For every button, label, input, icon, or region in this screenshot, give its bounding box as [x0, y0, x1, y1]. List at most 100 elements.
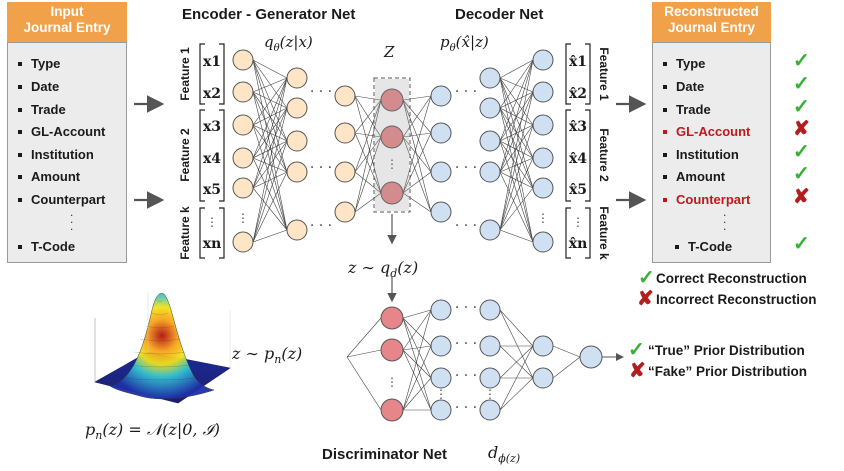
legend-true-prior: “True” Prior Distribution [648, 343, 805, 358]
edge [252, 77, 288, 159]
input-variable-label: x3 [203, 119, 221, 135]
discriminator-hidden-node [479, 367, 501, 389]
entry-label: Trade [676, 102, 711, 117]
layer-ellipsis: · · · [455, 336, 477, 352]
edge [499, 59, 534, 79]
edge [402, 95, 432, 101]
edge [499, 157, 534, 231]
feature-bracket-left [199, 207, 205, 259]
decoder-formula: pθ(x̂|z) [440, 33, 489, 54]
gaussian-mesh-line [151, 312, 169, 316]
entry-label: Trade [31, 102, 66, 117]
edge [499, 91, 534, 231]
discriminator-title: Discriminator Net [322, 446, 448, 463]
edge [402, 136, 432, 213]
bullet-icon [18, 84, 22, 89]
edge [499, 124, 534, 142]
encoder-feature-label: Feature 1 [178, 47, 192, 101]
vertical-ellipsis: ⋮ [206, 215, 218, 229]
edge [402, 192, 432, 213]
vertical-ellipsis: ⋮ [572, 215, 584, 229]
output-variable-label: x̂n [569, 236, 588, 252]
edge [499, 124, 534, 231]
edge [252, 77, 288, 189]
edge [402, 345, 432, 351]
edge [402, 349, 432, 411]
legend-correct: Correct Reconstruction [656, 271, 807, 286]
entry-label: T-Code [31, 239, 76, 254]
discriminator-input-node [380, 306, 404, 330]
decoder-hidden-node [430, 85, 452, 107]
entry-label: Type [31, 56, 61, 71]
entry-label: Institution [676, 147, 739, 162]
discriminator-input-node [380, 338, 404, 362]
edge [499, 59, 534, 231]
encoder-title: Encoder - Generator Net [182, 6, 356, 23]
edge [499, 171, 534, 189]
edge [252, 171, 288, 189]
entry-label: Institution [31, 147, 94, 162]
input-ellipsis: ... [70, 205, 74, 233]
edge [402, 99, 432, 213]
feature-bracket-left [565, 43, 571, 105]
bullet-icon [663, 84, 667, 89]
edge [499, 59, 534, 173]
edge [252, 59, 288, 142]
decoder-title: Decoder Net [455, 6, 544, 23]
bullet-icon [18, 129, 22, 134]
layer-ellipsis: · · · [455, 368, 477, 384]
edge [499, 77, 534, 126]
encoder-hidden-node [286, 161, 308, 183]
edge [252, 59, 288, 79]
edge [499, 107, 534, 243]
cross-icon: ✘ [637, 288, 654, 310]
input-entry-item: Institution [18, 147, 94, 162]
input-entry-item: Counterpart [18, 192, 105, 207]
check-icon: ✓ [628, 339, 645, 361]
discriminator-hidden-node [430, 399, 452, 421]
edge [346, 349, 382, 358]
edge [402, 132, 432, 194]
edge [552, 345, 581, 358]
output-header-line1: Reconstructed [664, 4, 759, 19]
feature-bracket-right [585, 207, 591, 259]
decoder-hidden-node [430, 122, 452, 144]
encoder-hidden-node [334, 122, 356, 144]
edge [252, 107, 288, 189]
encoder-input-node [232, 81, 254, 103]
check-icon: ✓ [793, 141, 810, 163]
edge [402, 309, 432, 351]
edge [252, 140, 288, 243]
sample-q-label: z ∼ qd(z) [348, 258, 419, 281]
edge [354, 132, 382, 138]
encoder-formula: qθ(z|x) [264, 33, 313, 54]
entry-label: T-Code [688, 239, 733, 254]
entry-label: Amount [31, 169, 81, 184]
edge [402, 132, 432, 138]
output-entry-item: Type [663, 56, 705, 71]
edge [252, 59, 288, 231]
discriminator-input-node [380, 398, 404, 422]
entry-label: Counterpart [31, 192, 106, 207]
decoder-hidden-node [479, 97, 501, 119]
edge [402, 377, 432, 411]
edge [252, 59, 288, 109]
decoder-output-node [532, 49, 554, 71]
edge [346, 356, 382, 411]
edge [499, 157, 534, 173]
bullet-icon [663, 174, 667, 179]
latent-label: Z [384, 43, 395, 61]
bullet-icon [18, 197, 22, 202]
gaussian-bell [109, 293, 215, 400]
bullet-icon [675, 244, 679, 249]
output-header-line2: Journal Entry [667, 20, 756, 35]
output-entry-item: Amount [663, 169, 725, 184]
gaussian-mesh-line [133, 351, 187, 355]
latent-node [380, 125, 404, 149]
encoder-input-node [232, 231, 254, 253]
output-entry-item: Counterpart [663, 192, 750, 207]
edge [252, 140, 288, 189]
